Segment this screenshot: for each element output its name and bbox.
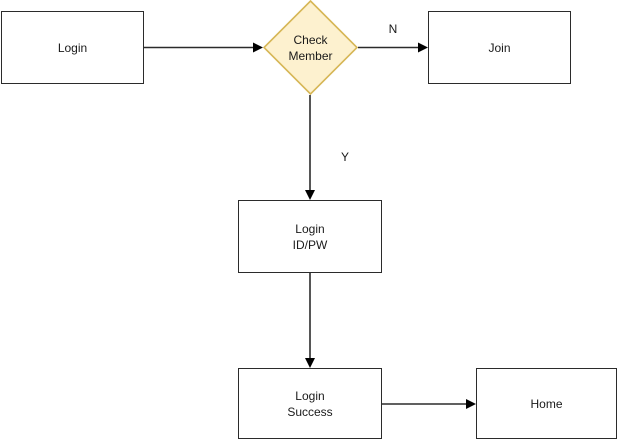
- edge-label-no: N: [388, 22, 398, 36]
- node-login-label: Login: [57, 40, 88, 55]
- node-check-member-label: Check Member: [288, 32, 333, 63]
- edge-check-member-to-join: [358, 42, 428, 53]
- node-check-member[interactable]: Check Member: [263, 0, 358, 95]
- edge-login-success-to-home: [382, 399, 476, 409]
- node-login-idpw[interactable]: Login ID/PW: [238, 200, 382, 273]
- node-join-label: Join: [488, 40, 511, 55]
- node-home-label: Home: [530, 396, 563, 411]
- node-home[interactable]: Home: [476, 368, 617, 439]
- node-login-idpw-label: Login ID/PW: [292, 221, 328, 252]
- node-login-success-label: Login Success: [287, 388, 333, 419]
- edge-check-member-to-login-idpw: [305, 95, 315, 200]
- edge-label-yes: Y: [340, 150, 349, 164]
- node-login[interactable]: Login: [1, 11, 144, 84]
- edge-login-idpw-to-login-success: [305, 273, 315, 368]
- edge-login-to-check-member: [144, 42, 263, 53]
- diamond-shape: [263, 0, 358, 95]
- node-login-success[interactable]: Login Success: [238, 368, 382, 439]
- node-join[interactable]: Join: [428, 11, 571, 84]
